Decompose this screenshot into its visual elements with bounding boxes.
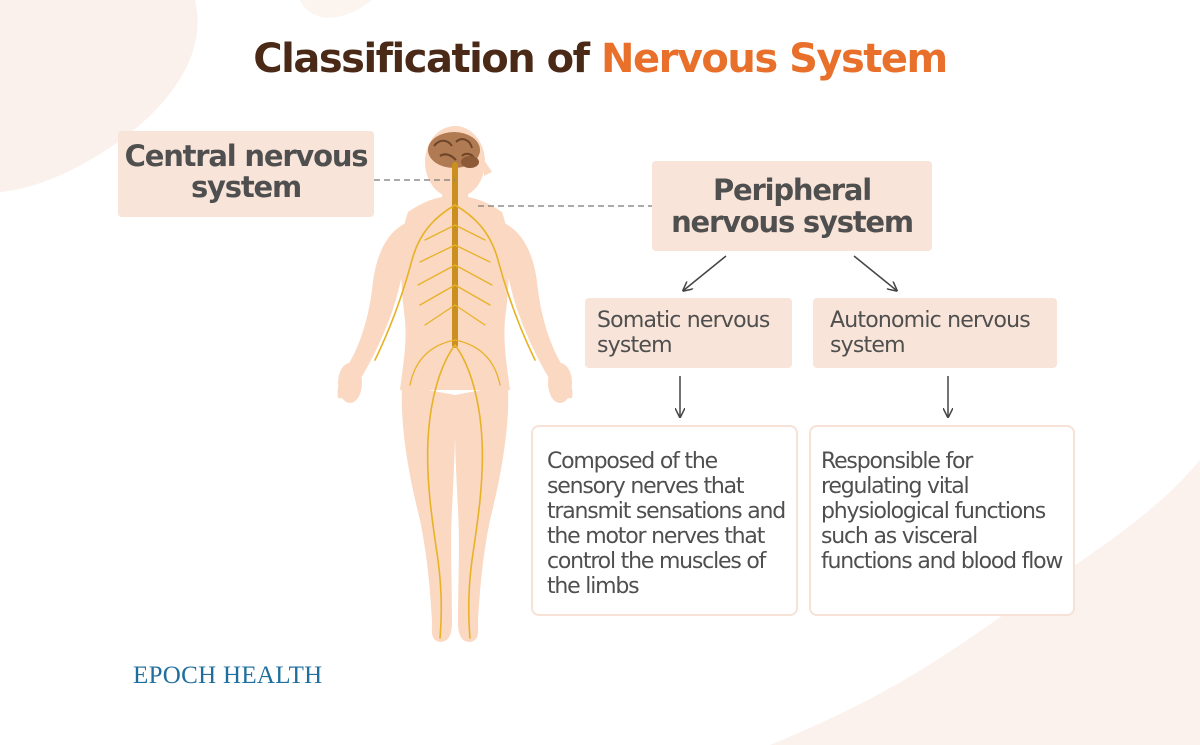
title-main: Classification of	[253, 36, 601, 82]
central-nervous-system-label: Central nervous system	[124, 139, 369, 204]
somatic-description-box: Composed of the sensory nerves that tran…	[531, 425, 798, 616]
autonomic-description-text: Responsible for regulating vital physiol…	[821, 449, 1063, 574]
somatic-nervous-system-box: Somatic nervous system	[585, 298, 792, 368]
left-arm	[337, 222, 408, 399]
right-arm	[502, 222, 573, 399]
arrow-to-somatic	[684, 255, 727, 290]
nerve-network	[374, 162, 536, 639]
left-leg	[401, 385, 456, 642]
autonomic-nervous-system-label: Autonomic nervous system	[830, 308, 1031, 358]
right-leg	[454, 385, 509, 642]
somatic-nervous-system-label: Somatic nervous system	[597, 308, 770, 358]
autonomic-description-box: Responsible for regulating vital physiol…	[809, 425, 1075, 616]
left-hand	[338, 363, 362, 403]
central-nervous-system-box: Central nervous system	[118, 131, 374, 217]
right-hand	[548, 363, 572, 403]
brain	[428, 132, 480, 168]
top-mid-blob	[300, 0, 372, 18]
brand-logo: EPOCH HEALTH	[133, 662, 323, 689]
top-left-blob	[0, 0, 198, 192]
peripheral-nervous-system-label: Peripheral nervous system	[671, 173, 914, 239]
peripheral-nervous-system-box: Peripheral nervous system	[652, 161, 932, 251]
autonomic-nervous-system-box: Autonomic nervous system	[813, 298, 1057, 368]
nose	[484, 160, 492, 176]
somatic-description-text: Composed of the sensory nerves that tran…	[547, 449, 786, 599]
arrow-to-autonomic	[853, 255, 896, 290]
bottom-right-blob	[770, 460, 1200, 745]
title-accent: Nervous System	[601, 36, 948, 82]
page-title: Classification of Nervous System	[0, 36, 1200, 82]
